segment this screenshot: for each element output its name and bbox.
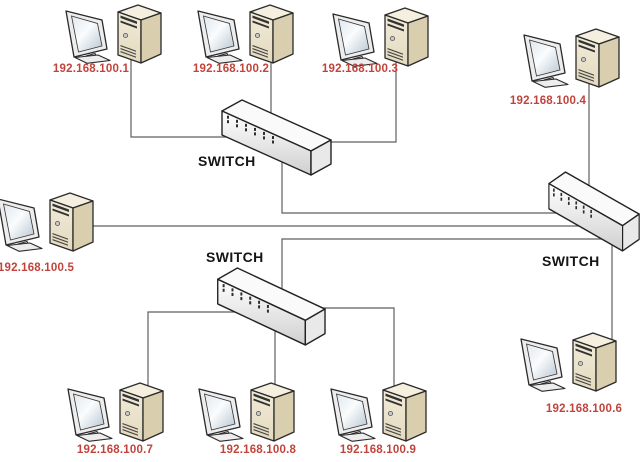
workstation-icon	[0, 192, 94, 252]
ip-label: 192.168.100.6	[545, 403, 623, 415]
switch-label: SWITCH	[542, 253, 600, 269]
switch-label: SWITCH	[206, 249, 264, 265]
computer-node-2: 192.168.100.2	[193, 2, 298, 75]
tower-icon	[384, 7, 429, 67]
switch-ports	[222, 284, 269, 313]
workstation-icon	[330, 382, 427, 442]
computer-node-9: 192.168.100.9	[327, 380, 431, 456]
ip-label: 192.168.100.9	[339, 444, 417, 456]
monitor-icon	[198, 388, 244, 442]
tower-icon	[49, 192, 94, 252]
tower-icon	[572, 332, 617, 392]
ip-label: 192.168.100.5	[0, 262, 75, 274]
ip-label: 192.168.100.2	[192, 63, 270, 75]
connection-computer-1-to-switch-1	[130, 56, 240, 138]
workstation-icon	[520, 332, 617, 392]
monitor-icon	[332, 13, 378, 67]
monitor-icon	[330, 388, 376, 442]
switch-node-3: SWITCH	[534, 171, 640, 269]
workstation-icon	[197, 4, 294, 64]
ip-label: 192.168.100.3	[321, 63, 399, 75]
computer-node-7: 192.168.100.7	[64, 380, 168, 456]
monitor-icon	[197, 10, 243, 64]
tower-icon	[117, 4, 162, 64]
switch-icon	[221, 99, 332, 176]
monitor-icon	[0, 198, 43, 252]
connection-switch-2-to-computer-9	[300, 307, 395, 392]
connection-switch-1-to-switch-3	[281, 158, 562, 214]
ip-label: 192.168.100.8	[219, 444, 297, 456]
tower-icon	[382, 382, 427, 442]
tower-icon	[119, 382, 164, 442]
computer-node-8: 192.168.100.8	[195, 380, 299, 456]
switch-node-1: SWITCH	[198, 99, 332, 177]
switch-ports	[227, 115, 274, 144]
switch-label: SWITCH	[198, 153, 256, 169]
tower-icon	[250, 382, 295, 442]
workstation-icon	[198, 382, 295, 442]
tower-icon	[575, 28, 620, 88]
switch-node-2: SWITCH	[200, 249, 326, 347]
tower-icon	[249, 4, 294, 64]
monitor-icon	[65, 10, 111, 64]
monitor-icon	[67, 388, 113, 442]
workstation-icon	[67, 382, 164, 442]
monitor-icon	[520, 338, 566, 392]
workstation-icon	[523, 28, 620, 88]
computer-node-5: 192.168.100.5	[0, 190, 98, 274]
connection-switch-2-to-computer-7	[147, 311, 245, 392]
ip-label: 192.168.100.1	[52, 63, 130, 75]
computer-node-1: 192.168.100.1	[53, 2, 166, 75]
switch-ports	[553, 188, 592, 218]
workstation-icon	[332, 7, 429, 67]
monitor-icon	[523, 34, 569, 88]
switch-icon	[217, 267, 326, 346]
connection-switch-2-to-switch-3	[281, 238, 608, 300]
workstation-icon	[65, 4, 162, 64]
computer-node-3: 192.168.100.3	[322, 5, 433, 75]
ip-label: 192.168.100.4	[509, 95, 587, 107]
ip-label: 192.168.100.7	[76, 444, 154, 456]
switch-icon	[548, 171, 640, 252]
computer-node-6: 192.168.100.6	[517, 330, 622, 415]
computer-node-4: 192.168.100.4	[510, 26, 624, 107]
